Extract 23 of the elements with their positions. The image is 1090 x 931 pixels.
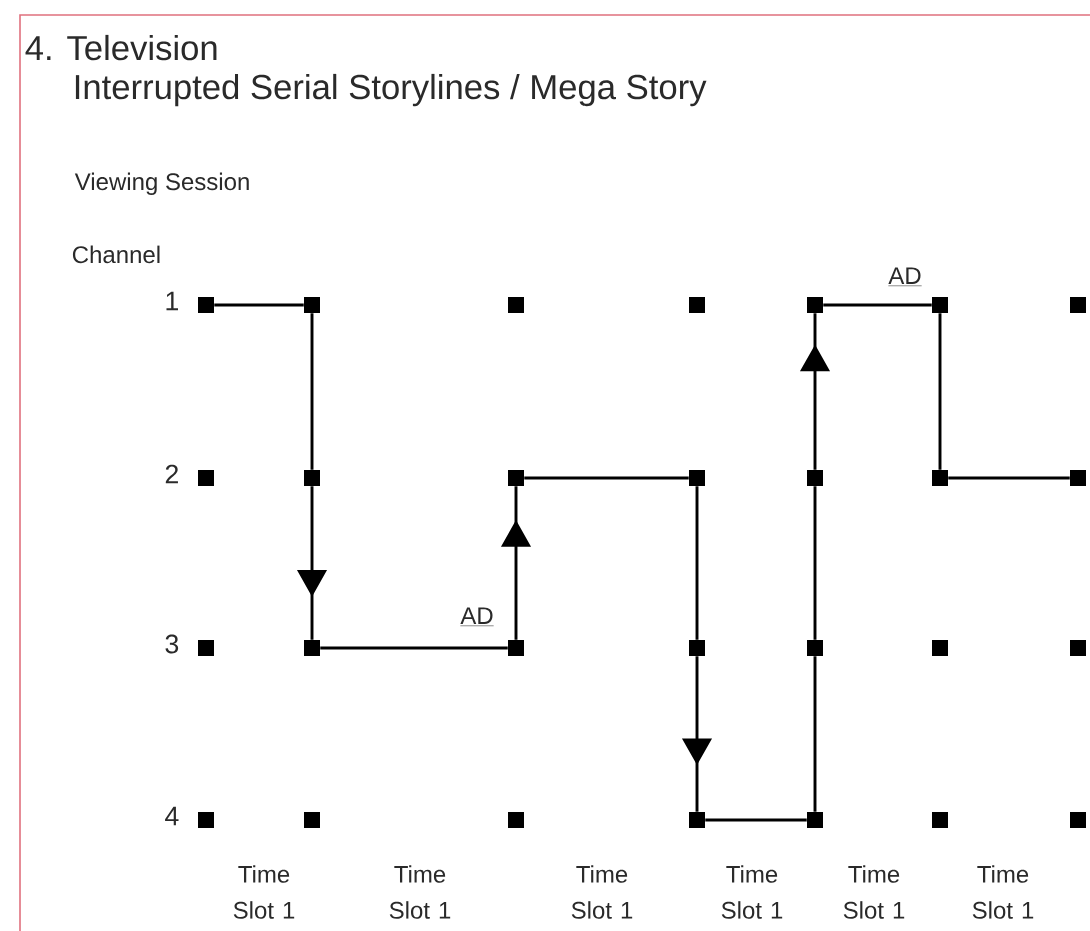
axis-label: Channel	[72, 245, 160, 264]
time-slot-label: Time Slot 1	[972, 865, 1034, 919]
connector-line	[813, 656, 817, 812]
section-label: Viewing Session	[74, 172, 249, 195]
subtitle: Interrupted Serial Storylines / Mega Story	[75, 73, 707, 107]
time-slot-label: Time Slot 1	[843, 865, 905, 919]
connector-line	[214, 303, 304, 307]
connector-line	[320, 646, 508, 650]
connector-line	[310, 313, 314, 470]
time-slot-label: Time Slot 1	[721, 865, 783, 919]
connector-line	[948, 476, 1070, 480]
time-slot-label: Time Slot 1	[389, 865, 451, 919]
connector-line	[705, 818, 807, 822]
time-slot-label: Time Slot 1	[233, 865, 295, 919]
title: 4. Television	[25, 34, 217, 61]
edge-label: AD	[888, 267, 922, 287]
connector-line	[695, 486, 699, 640]
connector-line	[524, 476, 689, 480]
connector-line	[813, 486, 817, 640]
connector-line	[823, 303, 932, 307]
time-slot-label: Time Slot 1	[571, 865, 633, 919]
edge-label: AD	[460, 607, 494, 627]
connector-line	[938, 313, 942, 470]
